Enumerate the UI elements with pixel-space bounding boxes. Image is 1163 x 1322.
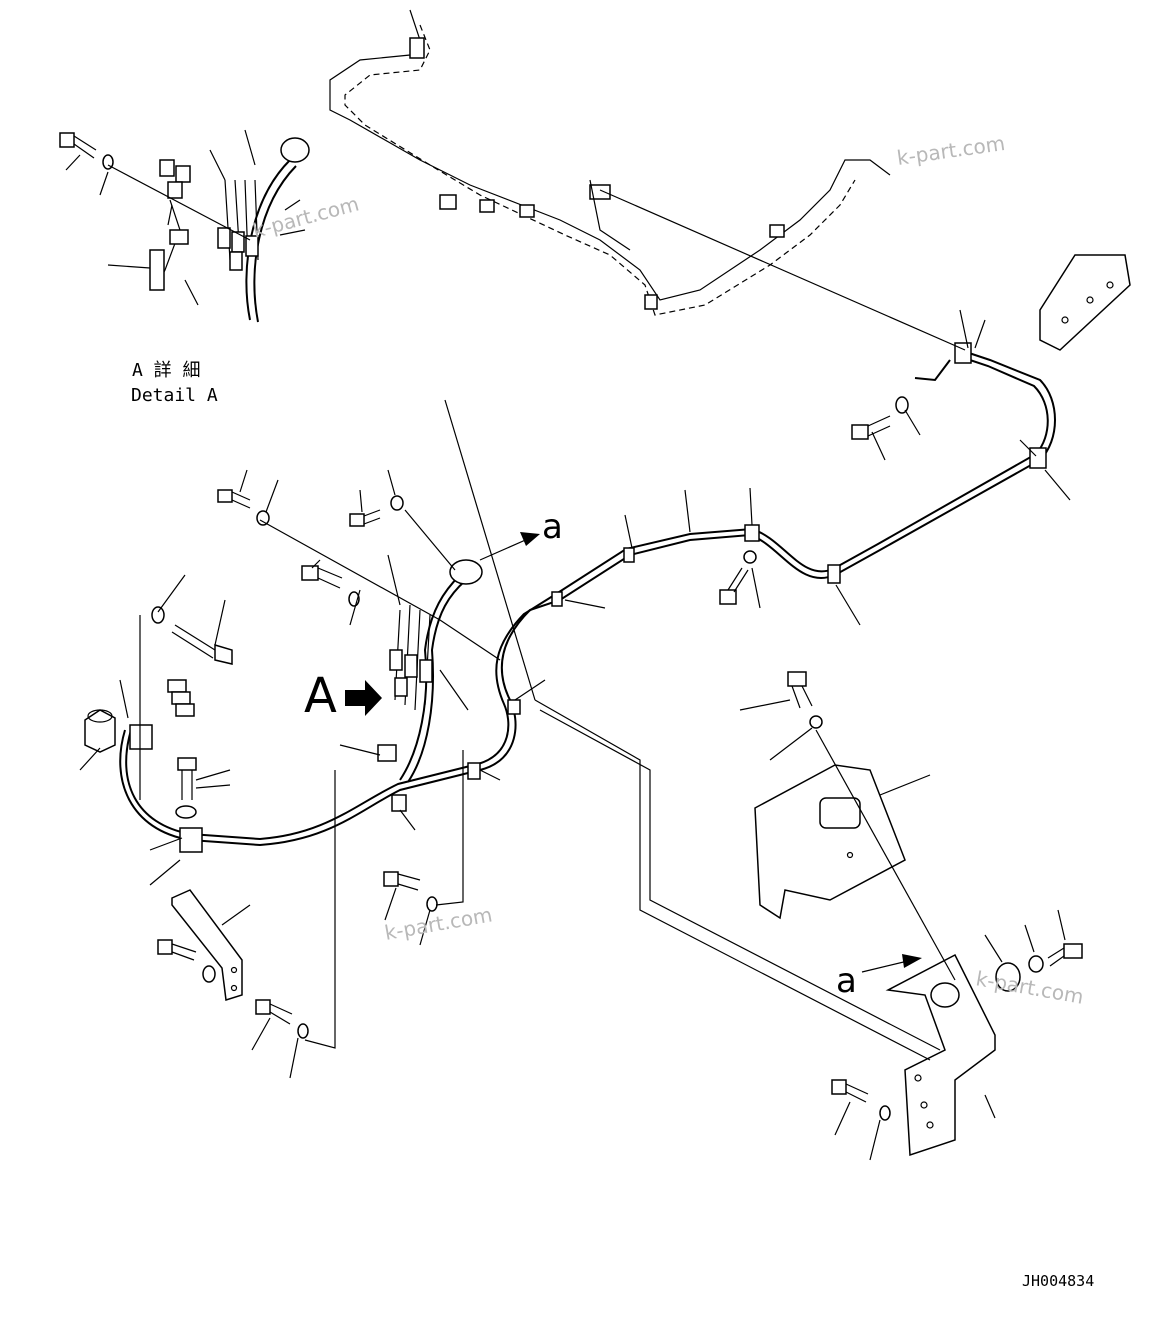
rear-mount-plate: [1039, 254, 1131, 351]
detail-a-label-en: Detail A: [131, 385, 218, 406]
watermark: k-part.com: [974, 966, 1085, 1009]
detail-a-callout-arrow: [345, 680, 382, 716]
harness-clips: [129, 342, 1047, 853]
callout-a-bottom: a: [836, 961, 857, 1001]
grommet: [84, 709, 116, 753]
watermark: k-part.com: [895, 131, 1006, 170]
detail-a-label-jp: A 詳 細: [132, 360, 201, 381]
watermark: k-part.com: [250, 191, 361, 242]
frame-outline: [329, 9, 891, 316]
watermark: k-part.com: [383, 902, 494, 945]
connector-bundle: [377, 559, 483, 812]
main-wiring-harness: [119, 349, 1056, 847]
leader-lines: [65, 129, 1071, 1161]
bolts: [59, 132, 1083, 1103]
section-a-arrows: [479, 532, 922, 973]
relay-block: [167, 679, 195, 717]
callout-a-top: a: [542, 507, 563, 547]
washers: [102, 154, 1044, 1121]
switch-mount-bracket: [885, 953, 1021, 1157]
drawing-number: JH004834: [1022, 1272, 1094, 1290]
lower-left-bracket: [171, 889, 243, 1001]
cover-plate: [754, 764, 906, 920]
callout-big-a: A: [304, 668, 337, 724]
detail-a-inset: [149, 137, 310, 323]
